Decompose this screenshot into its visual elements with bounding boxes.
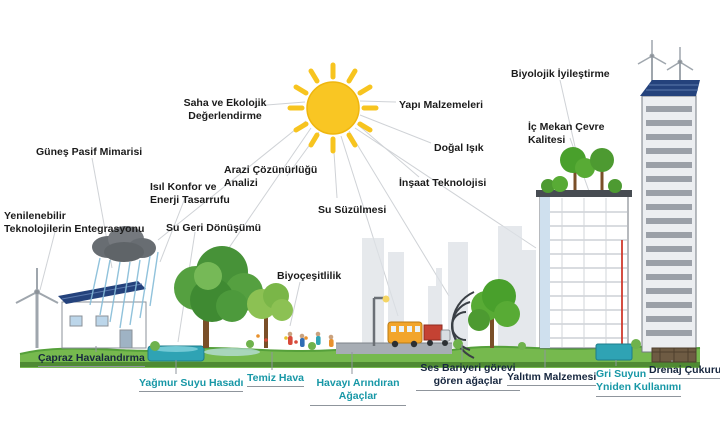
label-ses-bariyeri-agaclar: Ses Bariyeri görevi gören ağaçlar: [416, 362, 520, 391]
label-yalitim-malzemesi: Yalıtım Malzemesi: [507, 371, 597, 387]
highrise-building: [640, 80, 700, 353]
rainwater-pond: [147, 345, 260, 362]
label-yagmur-suyu-hasadi: Yağmur Suyu Hasadı: [139, 377, 244, 393]
street-lamp: [372, 295, 390, 346]
sun-icon: [287, 62, 379, 154]
label-dogal-isik: Doğal Işık: [434, 142, 484, 154]
label-insaat-teknolojisi: İnşaat Teknolojisi: [399, 177, 487, 189]
label-saha-ekolojik: Saha ve Ekolojik Değerlendirme: [183, 97, 267, 123]
greywater-tank: [595, 343, 633, 361]
label-drenaj-cukuru: Drenaj Çukuru: [649, 364, 720, 380]
bushes: [150, 339, 641, 351]
drainage-pit: [651, 347, 697, 363]
label-ic-mekan-cevre-kalitesi: İç Mekan Çevre Kalitesi: [528, 121, 605, 147]
truck: [423, 324, 451, 346]
rain: [89, 251, 159, 329]
sound-wave-arcs: [451, 291, 475, 359]
rain-cloud-icon: [92, 226, 156, 262]
small-tree: [247, 283, 293, 348]
flowers: [256, 334, 308, 344]
label-su-geri-donusumu: Su Geri Dönüşümü: [166, 222, 262, 234]
label-arazi-cozunurlugu: Arazi Çözünürlüğü Analizi: [224, 164, 318, 190]
large-tree: [174, 246, 263, 348]
label-su-suzulmesi: Su Süzülmesi: [318, 204, 387, 216]
label-biyocesitlilik: Biyoçeşitlilik: [277, 270, 342, 282]
label-isil-konfor: Isıl Konfor ve Enerji Tasarrufu: [150, 181, 230, 207]
barrier-trees: [468, 279, 520, 348]
label-gri-suyun-kullanimi: Gri Suyun Yniden Kullanımı: [596, 368, 682, 397]
label-leader-lines: [95, 344, 673, 374]
label-yapi-malzemeleri: Yapı Malzemeleri: [399, 99, 484, 111]
label-havayi-arindiran-agaclar: Havayı Arındıran Ağaçlar: [310, 377, 406, 406]
label-gunes-pasif-mimarisi: Güneş Pasif Mimarisi: [36, 146, 143, 158]
people: [287, 331, 334, 347]
label-temiz-hava: Temiz Hava: [247, 372, 304, 388]
label-capraz-havalandirma: Çapraz Havalandırma: [38, 352, 145, 368]
eco-house: [58, 281, 147, 349]
bus: [387, 321, 423, 348]
green-roof-building: [536, 147, 632, 349]
wind-turbine-left: [15, 268, 59, 348]
label-yenilenebilir-teknolojiler: Yenilenebilir Teknolojilerin Entegrasyon…: [4, 210, 145, 236]
label-biyolojik-iyilestirme: Biyolojik İyileştirme: [511, 68, 610, 80]
